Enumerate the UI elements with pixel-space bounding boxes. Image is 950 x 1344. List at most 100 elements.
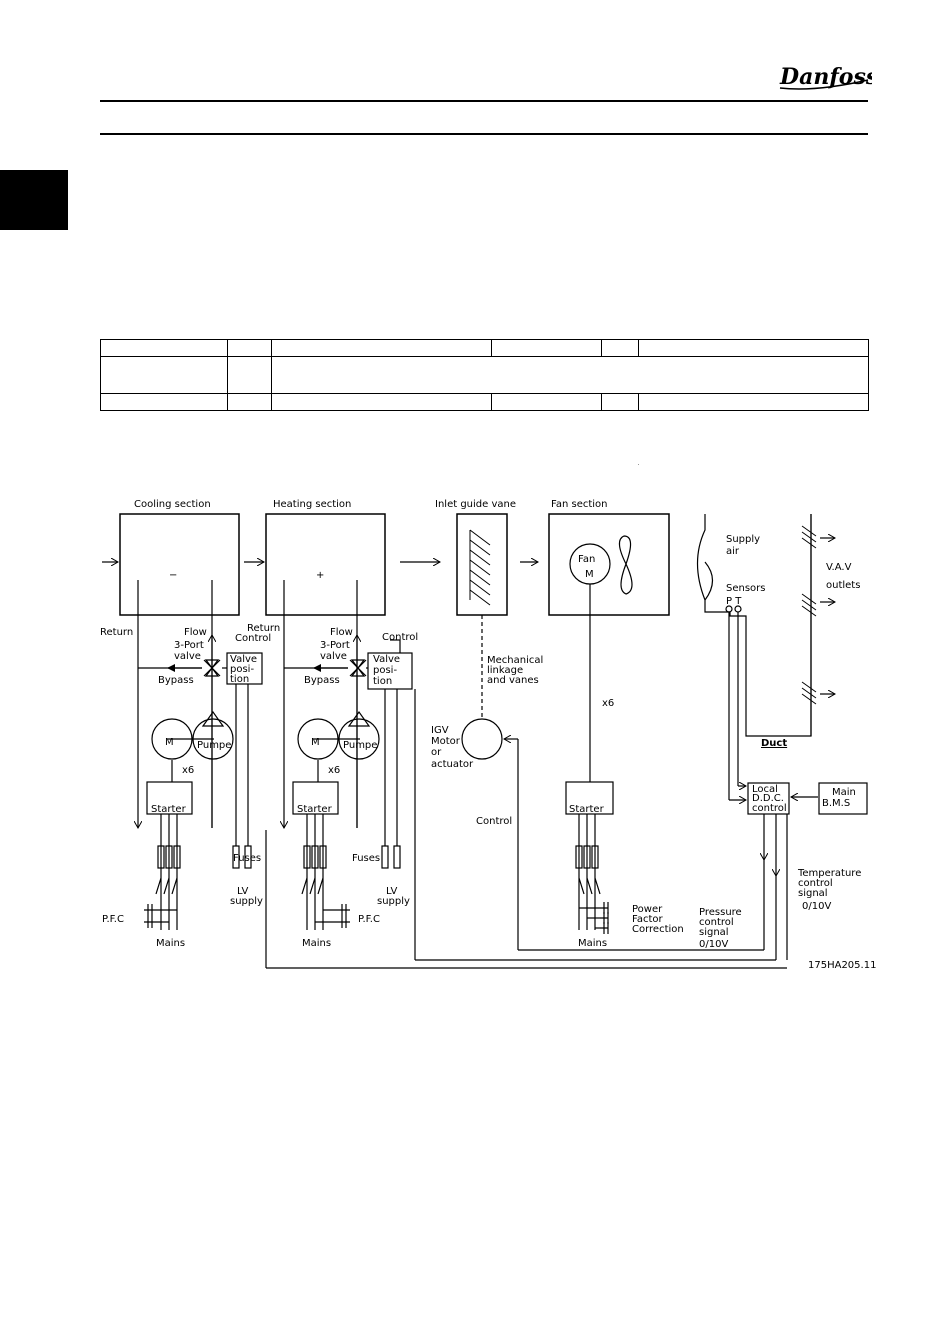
bms-label-2: B.M.S <box>822 798 850 809</box>
fan-blade-icon <box>618 535 633 595</box>
table-cell <box>638 393 869 411</box>
control-label-left: Control <box>476 816 512 827</box>
cooling-title: Cooling section <box>134 499 211 510</box>
factor-label: Factor <box>632 914 663 925</box>
starter-label-cooling: Starter <box>151 804 187 815</box>
svg-text:Danfoss: Danfoss <box>779 64 872 90</box>
igv-motor-label-2: Motor <box>431 736 461 747</box>
flow-label-cooling: Flow <box>184 627 207 638</box>
ddc-label: Local <box>752 784 778 795</box>
temperature-label: Temperature <box>797 868 861 879</box>
fan-label: Fan <box>578 554 595 565</box>
lv-supply-label-cooling: supply <box>230 896 263 907</box>
mains-label-fan: Mains <box>578 938 607 949</box>
stray-dot <box>638 464 639 465</box>
heating-title: Heating section <box>273 499 351 510</box>
ddc-box <box>747 782 790 815</box>
header-rule-bottom <box>100 133 868 135</box>
return-label-cooling: Return <box>100 627 133 638</box>
power-label: Power <box>632 904 663 915</box>
valve-tion-label-heating: tion <box>373 676 392 687</box>
igv-title: Inlet guide vane <box>435 499 516 510</box>
temperature-control-label: control <box>798 878 833 889</box>
motor-label-cooling: M <box>165 737 174 748</box>
pfc-label-cooling: P.F.C <box>102 914 124 925</box>
table-row <box>100 393 869 411</box>
table-row <box>100 339 869 357</box>
bypass-label-heating: Bypass <box>304 675 340 686</box>
vav-outlets-label: outlets <box>826 580 860 591</box>
cooling-symbol: − <box>169 570 177 581</box>
ddc-label-2: D.D.C. <box>752 793 784 804</box>
pressure-label: Pressure <box>699 907 742 918</box>
valve-label-heating: Valve <box>373 654 400 665</box>
x6-label-heating: x6 <box>328 765 340 776</box>
fan-m-label: M <box>585 569 594 580</box>
table-cell <box>638 339 869 357</box>
temperature-value-label: 0/10V <box>802 901 831 912</box>
lv-label-heating: LV <box>386 886 397 897</box>
correction-label: Correction <box>632 924 684 935</box>
motor-label-heating: M <box>311 737 320 748</box>
igv-motor-label: IGV <box>431 725 449 736</box>
port-valve-label-cooling: valve <box>174 651 201 662</box>
igv-motor-label-3: or <box>431 747 442 758</box>
starter-label-fan: Starter <box>569 804 605 815</box>
vanes-label: and vanes <box>487 675 539 686</box>
heating-symbol: + <box>316 570 324 581</box>
table-cell <box>601 339 639 357</box>
duct-outline <box>696 514 812 737</box>
valve-posi-label-heating: posi- <box>373 665 397 676</box>
return-control-label-2: Control <box>235 633 271 644</box>
lv-supply-label-heating: supply <box>377 896 410 907</box>
mechanical-label: Mechanical <box>487 655 543 666</box>
flow-label-heating: Flow <box>330 627 353 638</box>
pfc-label-heating: P.F.C <box>358 914 380 925</box>
port-label-heating: 3-Port <box>320 640 350 651</box>
bms-label: Main <box>832 787 856 798</box>
ddc-label-3: control <box>752 803 787 814</box>
table-row <box>100 356 869 394</box>
header-rule-top <box>100 100 868 102</box>
return-control-label: Return <box>247 623 280 634</box>
chapter-tab <box>0 170 68 230</box>
igv-motor-label-4: actuator <box>431 759 474 770</box>
heating-valve-position-box <box>367 652 413 690</box>
x6-label-cooling: x6 <box>182 765 194 776</box>
linkage-label: linkage <box>487 665 523 676</box>
bypass-label-cooling: Bypass <box>158 675 194 686</box>
port-valve-label-heating: valve <box>320 651 347 662</box>
valve-posi-label-cooling: posi- <box>230 664 254 675</box>
vanes <box>469 529 491 606</box>
pt-label: P T <box>726 596 742 607</box>
table-cell <box>100 393 228 411</box>
lv-label-cooling: LV <box>237 886 248 897</box>
port-label-cooling: 3-Port <box>174 640 204 651</box>
table-cell <box>227 356 272 394</box>
heating-section-box <box>265 513 386 616</box>
mains-label-heating: Mains <box>302 938 331 949</box>
hvac-diagram: Cooling section − Heating section + Inle… <box>100 499 876 971</box>
mains-label-cooling: Mains <box>156 938 185 949</box>
spec-table <box>100 339 869 411</box>
table-cell <box>100 339 228 357</box>
pressure-signal-label: signal <box>699 927 729 938</box>
valve-label-cooling: Valve <box>230 654 257 665</box>
pump-label-heating: Pumpe <box>343 740 377 751</box>
table-cell <box>601 393 639 411</box>
duct-label: Duct <box>761 738 787 749</box>
fuses-label-cooling: Fuses <box>233 853 261 864</box>
fuses-label-heating: Fuses <box>352 853 380 864</box>
sensors-label: Sensors <box>726 583 766 594</box>
x6-label-fan: x6 <box>602 698 614 709</box>
valve-tion-label-cooling: tion <box>230 674 249 685</box>
cooling-section-box <box>119 513 240 616</box>
table-cell <box>271 356 869 394</box>
danfoss-logo: Danfoss <box>779 64 872 90</box>
table-cell <box>491 339 602 357</box>
igv-box <box>456 513 508 616</box>
starter-label-heating: Starter <box>297 804 333 815</box>
vav-label: V.A.V <box>826 562 852 573</box>
table-cell <box>100 356 228 394</box>
igv-motor-circle <box>461 718 503 760</box>
